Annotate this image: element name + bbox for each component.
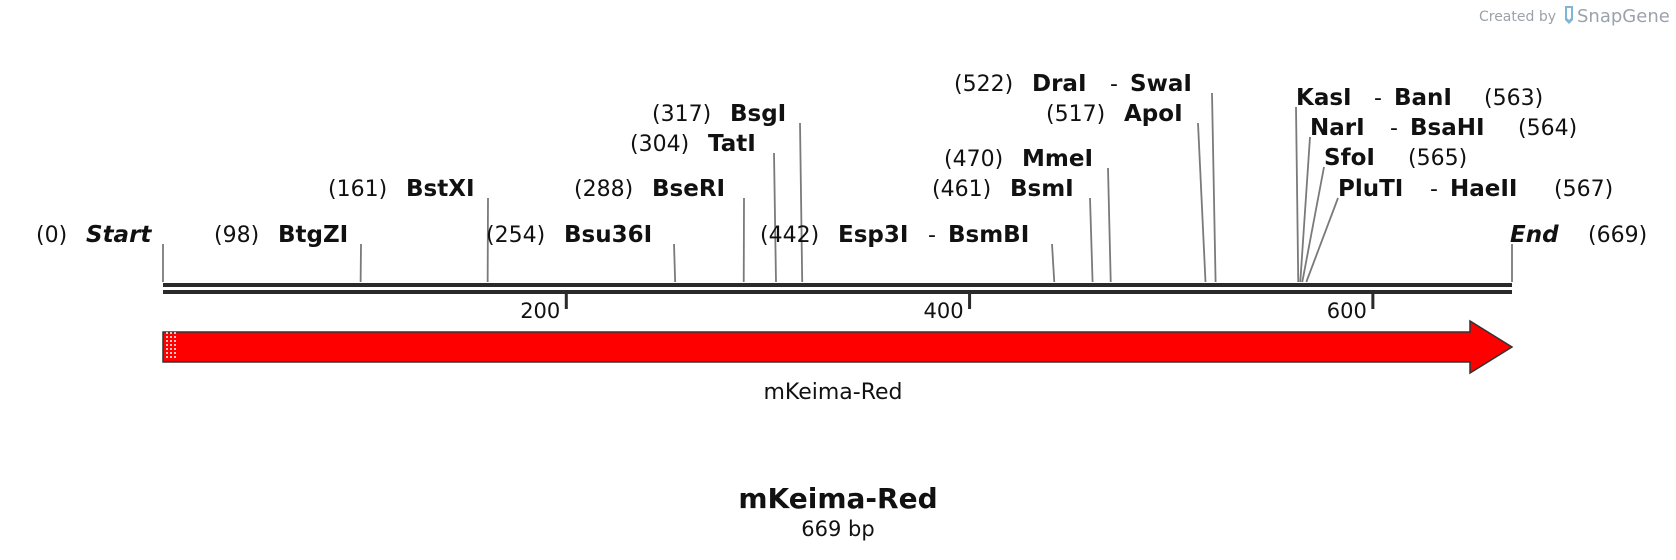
site-leader-tati [773,152,777,283]
site-leader-esp3i [1051,243,1056,283]
site-name: BsaHI [1410,115,1485,141]
feature-label: mKeima-Red [763,380,902,405]
site-position: (563) [1484,86,1543,111]
site-position: (461) [932,177,991,202]
ruler-tick-200: 200 [520,294,568,323]
tick-label: 400 [923,299,963,323]
site-bseri[interactable]: (288) BseRI [574,176,725,202]
site-name-separator: - [1374,86,1382,111]
site-btgzi[interactable]: (98) BtgZI [214,222,348,248]
site-name: Start [86,222,152,248]
site-name: HaeII [1450,176,1517,202]
site-position: (98) [214,223,259,248]
site-name-separator: - [1430,177,1438,202]
site-name-separator: - [1390,116,1398,141]
site-drai-swai[interactable]: (522) DraI - SwaI [954,71,1192,97]
site-position: (304) [630,132,689,157]
backbone-strand-bottom [163,290,1512,294]
site-position: (564) [1518,116,1577,141]
feature-mkeima-red[interactable]: mKeima-Red [162,319,1514,405]
sequence-backbone [163,283,1512,294]
site-leader-pluti [1305,197,1339,283]
site-name: NarI [1310,115,1365,141]
site-bsmi[interactable]: (461) BsmI [932,176,1074,202]
tick-mark [1371,294,1375,309]
site-position: (442) [760,223,819,248]
site-position: (517) [1046,102,1105,127]
snapgene-logo-icon [1565,6,1573,24]
site-start[interactable]: (0) Start [36,222,152,248]
tick-label: 600 [1327,299,1367,323]
site-name: BanI [1394,85,1452,111]
site-leader-kasi [1295,106,1300,283]
feature-start-hatch [166,332,176,360]
site-name: PluTI [1338,176,1403,202]
site-apoi[interactable]: (517) ApoI [1046,101,1183,127]
site-bsgi[interactable]: (317) BsgI [652,101,786,127]
site-leader-sfoi [1301,166,1325,283]
ruler-tick-400: 400 [923,294,972,323]
credit-brand: SnapGene [1577,6,1670,27]
site-name: ApoI [1124,101,1183,127]
site-name: BsmI [1010,176,1074,202]
site-name: BsmBI [948,222,1029,248]
tick-mark [968,294,972,309]
site-leader-drai [1211,92,1217,283]
snapgene-credit[interactable]: Created by SnapGene [1479,6,1670,27]
site-name: BsgI [730,101,786,127]
site-position: (317) [652,102,711,127]
credit-prefix: Created by [1479,9,1556,25]
site-name: End [1510,222,1559,248]
site-name: DraI [1032,71,1087,97]
ruler-tick-600: 600 [1327,294,1375,323]
site-name: Bsu36I [564,222,652,248]
site-nari-bsahi[interactable]: NarI - BsaHI (564) [1310,115,1577,141]
site-name: SwaI [1130,71,1192,97]
site-name: SfoI [1324,145,1375,171]
site-position: (669) [1588,223,1647,248]
site-labels: (0) Start (98) BtgZI (161) BstXI (254) B… [36,71,1647,248]
site-bsu36i[interactable]: (254) Bsu36I [486,222,652,248]
site-name-separator: - [1110,72,1118,97]
site-name: BseRI [652,176,725,202]
site-leader-bsmi [1089,197,1094,283]
site-name: TatI [708,131,756,157]
site-esp3i-bsmbi[interactable]: (442) Esp3I - BsmBI [760,222,1029,248]
site-name: BtgZI [278,222,348,248]
site-pluti-haeii[interactable]: PluTI - HaeII (567) [1338,176,1613,202]
site-leader-lines [162,92,1513,283]
site-leader-bsgi [799,122,804,283]
site-sfoi[interactable]: SfoI (565) [1324,145,1467,171]
ruler-ticks: 200 400 600 [520,294,1375,323]
tick-mark [564,294,568,309]
site-position: (567) [1554,177,1613,202]
site-position: (565) [1408,146,1467,171]
sequence-length: 669 bp [801,517,874,541]
tick-label: 200 [520,299,560,323]
site-name: BstXI [406,176,475,202]
site-position: (254) [486,223,545,248]
site-position: (522) [954,72,1013,97]
site-position: (288) [574,177,633,202]
site-name: KasI [1296,85,1352,111]
sequence-title: mKeima-Red [738,482,937,515]
site-name: Esp3I [838,222,908,248]
site-tati[interactable]: (304) TatI [630,131,756,157]
site-leader-nari [1299,136,1311,283]
site-position: (161) [328,177,387,202]
site-end[interactable]: End (669) [1510,222,1647,248]
site-mmei[interactable]: (470) MmeI [944,146,1093,172]
site-name-separator: - [928,223,936,248]
backbone-strand-top [163,283,1512,287]
site-leader-apoi [1197,122,1207,283]
site-leader-mmei [1107,167,1112,283]
site-bstxi[interactable]: (161) BstXI [328,176,475,202]
site-position: (470) [944,147,1003,172]
site-position: (0) [36,223,67,248]
feature-arrow[interactable] [162,319,1514,375]
site-leader-bsu36i [673,243,677,283]
site-kasi-bani[interactable]: KasI - BanI (563) [1296,85,1543,111]
site-name: MmeI [1022,146,1093,172]
